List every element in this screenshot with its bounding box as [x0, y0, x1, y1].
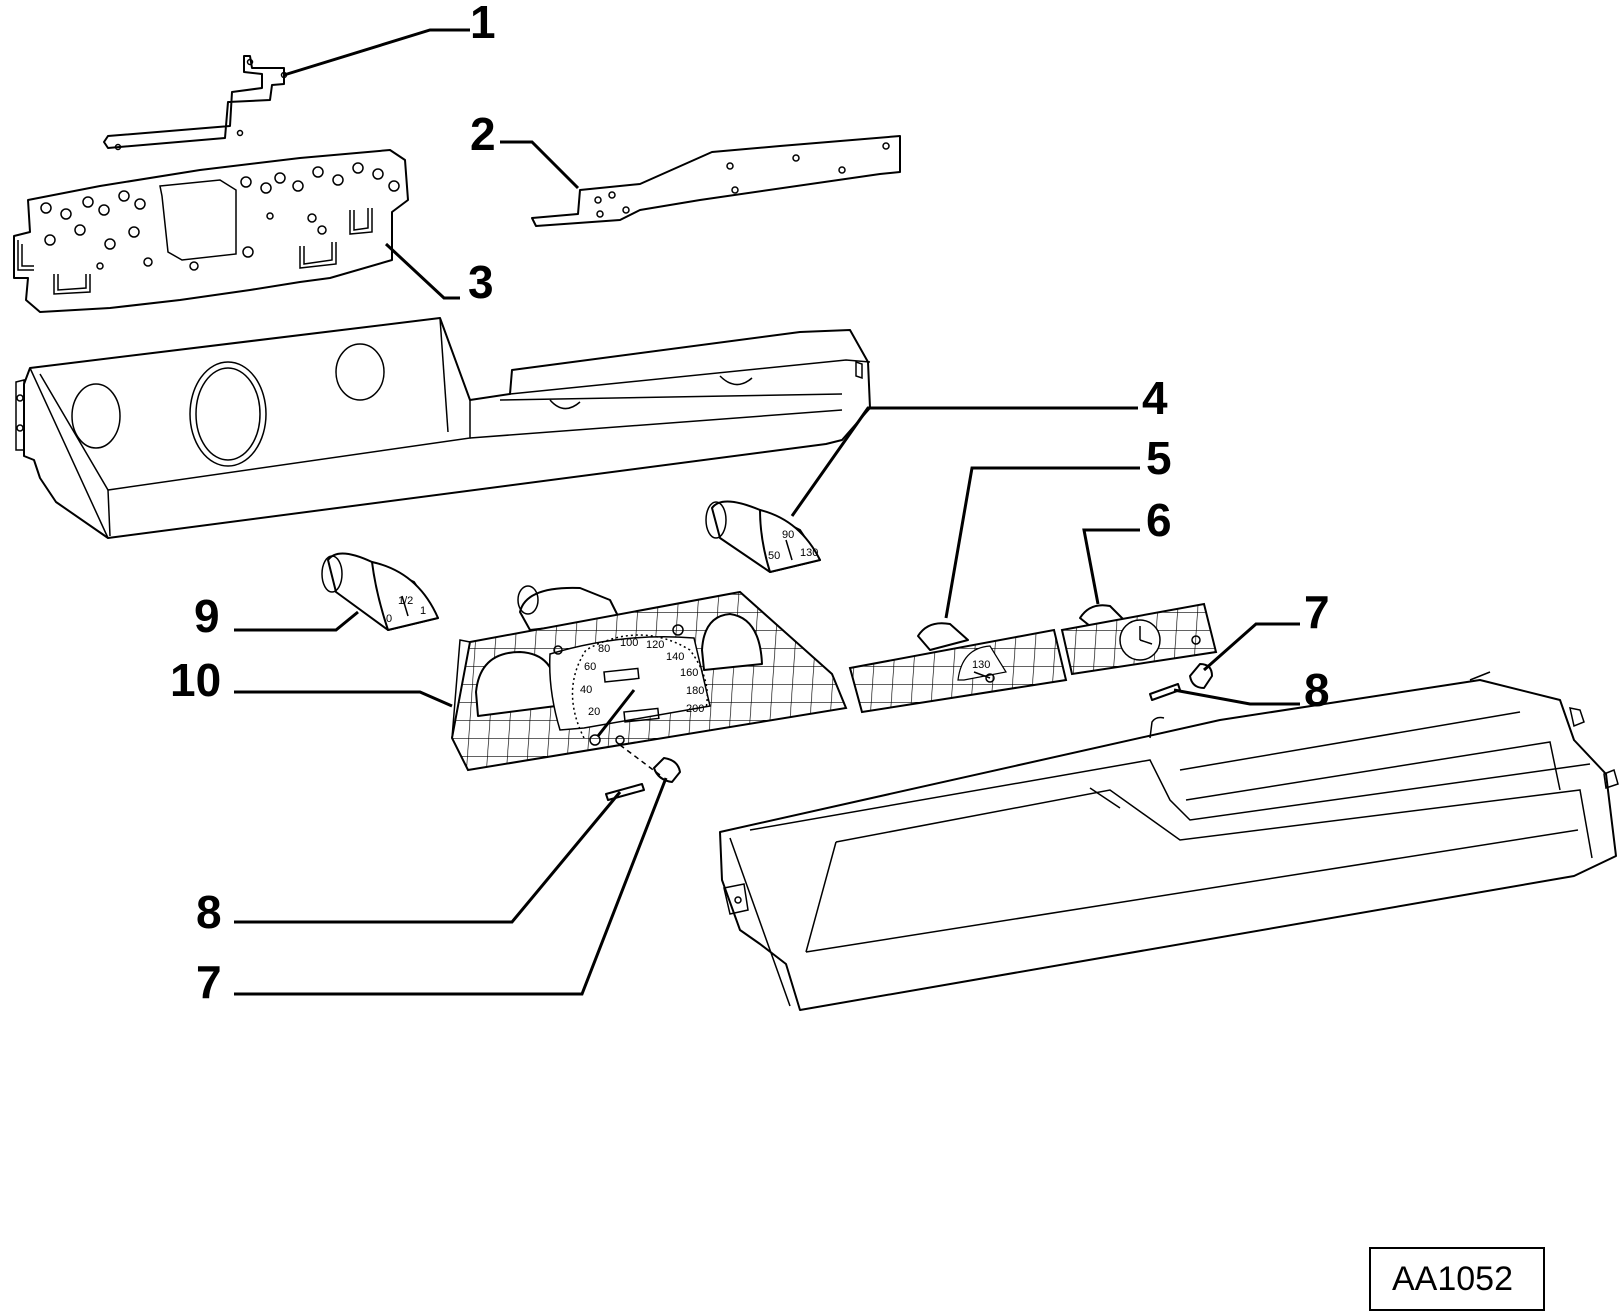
- callout-8-right: 8: [1304, 664, 1330, 716]
- callout-7-left: 7: [196, 956, 222, 1008]
- callout-3: 3: [468, 256, 494, 308]
- speedo-mark-80: 80: [598, 643, 610, 655]
- speedo-mark-140: 140: [666, 651, 684, 663]
- part-7-bulb-left: [653, 757, 681, 783]
- speedo-mark-20: 20: [588, 706, 600, 718]
- callout-6: 6: [1146, 494, 1172, 546]
- callout-labels: 1 2 3 4 5 6 7 8 9 10 8 7: [170, 0, 1330, 1008]
- part-9-gauge: 0 1/2 1: [321, 552, 439, 631]
- gauge5-mark: 130: [972, 659, 990, 671]
- callout-2: 2: [470, 108, 496, 160]
- part-8-holder-right: [1149, 683, 1181, 701]
- part-10-instrument-dial: 20 40 60 80 100 120 140 160 180 200: [450, 585, 848, 772]
- gauge9-mark-3: 1: [420, 605, 426, 617]
- callout-5: 5: [1146, 432, 1172, 484]
- gauge4-mark-1: 50: [768, 550, 780, 562]
- leader-lines: [234, 28, 1300, 996]
- front-cover: [719, 671, 1619, 1011]
- callout-4: 4: [1142, 372, 1168, 424]
- board-holes: [40, 162, 400, 271]
- speedo-mark-60: 60: [584, 661, 596, 673]
- speedo-mark-120: 120: [646, 639, 664, 651]
- gauge9-mark-2: 1/2: [398, 595, 413, 607]
- callout-1: 1: [470, 0, 496, 48]
- callout-7-right: 7: [1304, 586, 1330, 638]
- part-2-bracket: [531, 135, 901, 227]
- callout-8-left: 8: [196, 886, 222, 938]
- speedo-mark-40: 40: [580, 684, 592, 696]
- speedo-mark-160: 160: [680, 667, 698, 679]
- part-5-gauge-plate: 130: [848, 622, 1068, 714]
- callout-10: 10: [170, 654, 221, 706]
- speedo-mark-180: 180: [686, 685, 704, 697]
- part-7-bulb-right: [1189, 663, 1213, 689]
- speedo-mark-100: 100: [620, 637, 638, 649]
- callout-9: 9: [194, 590, 220, 642]
- gauge4-mark-2: 90: [782, 529, 794, 541]
- part-1-bracket: [103, 55, 288, 151]
- reference-code-box: AA1052: [1369, 1247, 1545, 1311]
- part-3-circuit-board: [13, 149, 409, 313]
- part-6-clock-plate: [1060, 602, 1218, 676]
- speedo-mark-200: 200: [686, 703, 704, 715]
- part-4-gauge: 50 90 130: [705, 500, 821, 573]
- gauge4-mark-3: 130: [800, 547, 818, 559]
- gauge9-mark-1: 0: [386, 613, 392, 625]
- reference-code: AA1052: [1392, 1260, 1513, 1298]
- part-8-holder-left: [605, 783, 645, 801]
